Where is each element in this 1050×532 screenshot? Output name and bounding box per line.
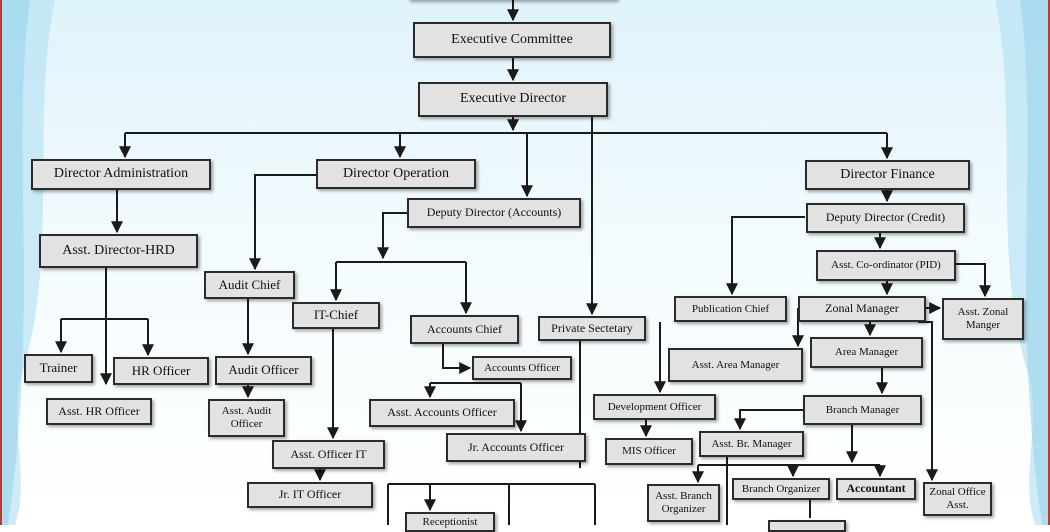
director-administration-node: Director Administration — [31, 159, 211, 190]
it-chief-node: IT-Chief — [292, 302, 380, 329]
left-wave-decoration — [0, 0, 55, 525]
deputy-director-credit-node: Deputy Director (Credit) — [806, 203, 965, 233]
mis-officer-node: MIS Officer — [605, 438, 693, 465]
accountant-node: Accountant — [836, 478, 916, 500]
hr-officer-node: HR Officer — [113, 357, 209, 385]
branch-organizer-node: Branch Organizer — [732, 478, 830, 500]
asst-zonal-manager-node: Asst. Zonal Manger — [942, 298, 1024, 340]
asst-branch-organizer-node: Asst. Branch Organizer — [647, 484, 720, 522]
publication-chief-node: Publication Chief — [674, 296, 787, 322]
development-officer-node: Development Officer — [593, 394, 716, 420]
executive-director-node: Executive Director — [418, 82, 608, 117]
branch-manager-node: Branch Manager — [803, 395, 922, 425]
receptionist-node: Receptionist — [405, 512, 495, 532]
asst-director-hrd-node: Asst. Director-HRD — [39, 234, 198, 268]
asst-accounts-officer-node: Asst. Accounts Officer — [369, 399, 515, 427]
accounts-officer-node: Accounts Officer — [472, 356, 572, 380]
asst-coordinator-pid-node: Asst. Co-ordinator (PID) — [816, 250, 956, 281]
asst-area-manager-node: Asst. Area Manager — [668, 348, 803, 382]
executive-committee-node: Executive Committee — [413, 22, 611, 58]
bottom-node-partial — [768, 520, 846, 532]
jr-it-officer-node: Jr. IT Officer — [247, 482, 373, 508]
deputy-director-accounts-node: Deputy Director (Accounts) — [407, 198, 581, 228]
audit-chief-node: Audit Chief — [204, 271, 295, 299]
zonal-office-asst-node: Zonal Office Asst. — [923, 482, 992, 516]
trainer-node: Trainer — [24, 354, 93, 383]
accounts-chief-node: Accounts Chief — [410, 315, 519, 344]
left-frame-border — [0, 0, 2, 525]
asst-officer-it-node: Asst. Officer IT — [272, 440, 385, 469]
right-wave-decoration — [995, 0, 1050, 525]
zonal-manager-node: Zonal Manager — [798, 296, 926, 322]
director-finance-node: Director Finance — [805, 160, 970, 190]
jr-accounts-officer-node: Jr. Accounts Officer — [446, 433, 586, 462]
area-manager-node: Area Manager — [810, 337, 923, 368]
asst-hr-officer-node: Asst. HR Officer — [46, 398, 152, 425]
right-frame-border — [1048, 0, 1050, 525]
asst-br-manager-node: Asst. Br. Manager — [699, 431, 804, 457]
asst-audit-officer-node: Asst. Audit Officer — [208, 399, 285, 437]
director-operation-node: Director Operation — [316, 159, 476, 189]
audit-officer-node: Audit Officer — [215, 356, 312, 385]
private-secretary-node: Private Sectetary — [538, 316, 646, 341]
